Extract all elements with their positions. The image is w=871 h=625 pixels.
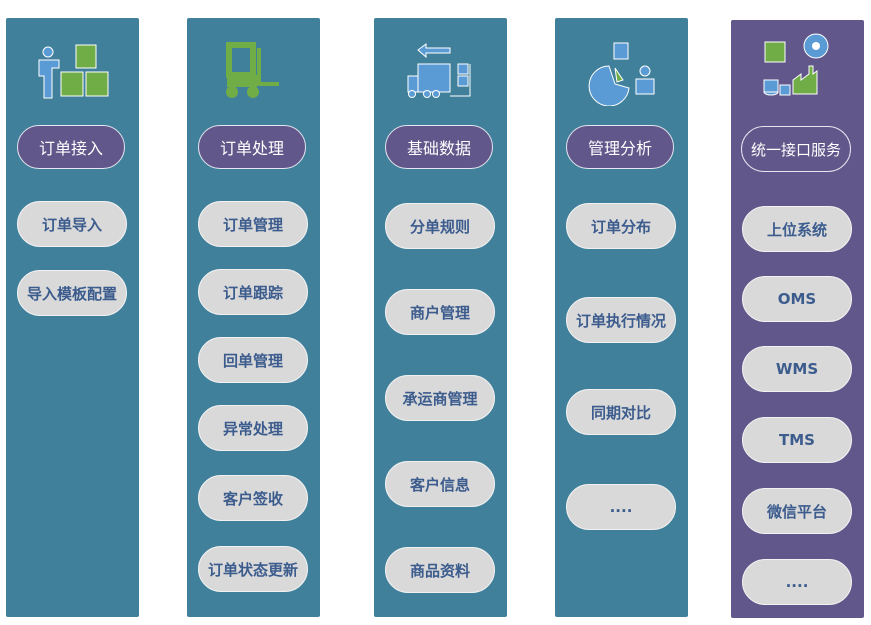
item-order-management[interactable]: 订单管理 [198, 201, 308, 247]
item-order-execution[interactable]: 订单执行情况 [566, 297, 676, 343]
truck-icon [407, 43, 471, 98]
header-order-processing[interactable]: 订单处理 [198, 125, 306, 169]
item-customer-info[interactable]: 客户信息 [385, 461, 495, 507]
item-order-tracking[interactable]: 订单跟踪 [198, 269, 308, 315]
forklift-icon [226, 42, 279, 98]
item-upstream-system[interactable]: 上位系统 [742, 206, 852, 252]
item-merchant-management[interactable]: 商户管理 [385, 289, 495, 335]
item-carrier-management[interactable]: 承运商管理 [385, 375, 495, 421]
item-tms[interactable]: TMS [742, 417, 852, 463]
header-unified-interface[interactable]: 统一接口服务 [741, 126, 851, 172]
item-receipt-management[interactable]: 回单管理 [198, 337, 308, 383]
person-boxes-icon [38, 44, 109, 99]
item-split-rules[interactable]: 分单规则 [385, 203, 495, 249]
item-order-import[interactable]: 订单导入 [17, 201, 127, 247]
systems-icon [763, 33, 829, 96]
column-order-intake: 订单接入 订单导入 导入模板配置 [6, 18, 139, 617]
pie-chart-icon [588, 42, 655, 106]
item-period-comparison[interactable]: 同期对比 [566, 389, 676, 435]
item-wms[interactable]: WMS [742, 346, 852, 392]
item-order-distribution[interactable]: 订单分布 [566, 203, 676, 249]
item-exception-handling[interactable]: 异常处理 [198, 405, 308, 451]
item-more[interactable]: .... [742, 559, 852, 605]
item-oms[interactable]: OMS [742, 276, 852, 322]
column-unified-interface: 统一接口服务 上位系统 OMS WMS TMS 微信平台 .... [731, 20, 864, 618]
header-management-analysis[interactable]: 管理分析 [566, 125, 674, 169]
item-product-data[interactable]: 商品资料 [385, 547, 495, 593]
item-order-status-update[interactable]: 订单状态更新 [198, 546, 308, 592]
item-customer-signoff[interactable]: 客户签收 [198, 475, 308, 521]
header-order-intake[interactable]: 订单接入 [17, 125, 125, 169]
item-wechat-platform[interactable]: 微信平台 [742, 488, 852, 534]
column-management-analysis: 管理分析 订单分布 订单执行情况 同期对比 .... [555, 18, 688, 617]
column-order-processing: 订单处理 订单管理 订单跟踪 回单管理 异常处理 客户签收 订单状态更新 [187, 18, 320, 617]
header-base-data[interactable]: 基础数据 [385, 125, 493, 169]
column-base-data: 基础数据 分单规则 商户管理 承运商管理 客户信息 商品资料 [374, 18, 507, 617]
item-import-template[interactable]: 导入模板配置 [17, 270, 127, 316]
item-more[interactable]: .... [566, 484, 676, 530]
